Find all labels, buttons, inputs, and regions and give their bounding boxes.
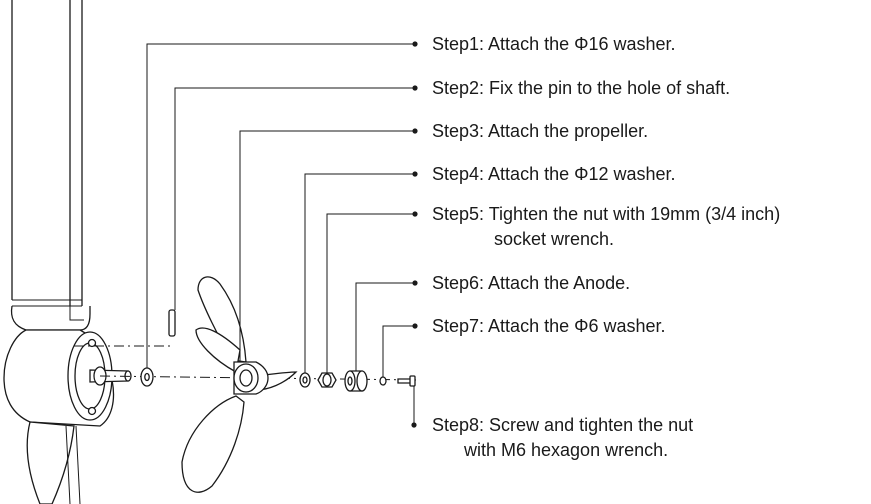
leader-lines <box>146 41 418 428</box>
step8-label-continued: with M6 hexagon wrench. <box>463 440 668 460</box>
shaft-pin <box>168 309 176 337</box>
step5-label: Step5: Tighten the nut with 19mm (3/4 in… <box>432 204 780 224</box>
phi6-washer <box>379 376 387 386</box>
step4-label: Step4: Attach the Φ12 washer. <box>432 164 676 184</box>
step2-label: Step2: Fix the pin to the hole of shaft. <box>432 78 730 98</box>
propeller <box>181 276 298 493</box>
step7-label: Step7: Attach the Φ6 washer. <box>432 316 666 336</box>
step3-label: Step3: Attach the propeller. <box>432 121 648 141</box>
step6-label: Step6: Attach the Anode. <box>432 273 630 293</box>
phi12-washer <box>299 372 311 388</box>
phi16-washer <box>140 367 154 387</box>
step8-label: Step8: Screw and tighten the nut <box>432 415 693 435</box>
anode <box>344 370 368 392</box>
m6-bolt <box>397 375 416 387</box>
step5-label-continued: socket wrench. <box>494 229 614 249</box>
motor-lower-unit <box>3 0 132 504</box>
step1-label: Step1: Attach the Φ16 washer. <box>432 34 676 54</box>
nut <box>317 372 337 388</box>
